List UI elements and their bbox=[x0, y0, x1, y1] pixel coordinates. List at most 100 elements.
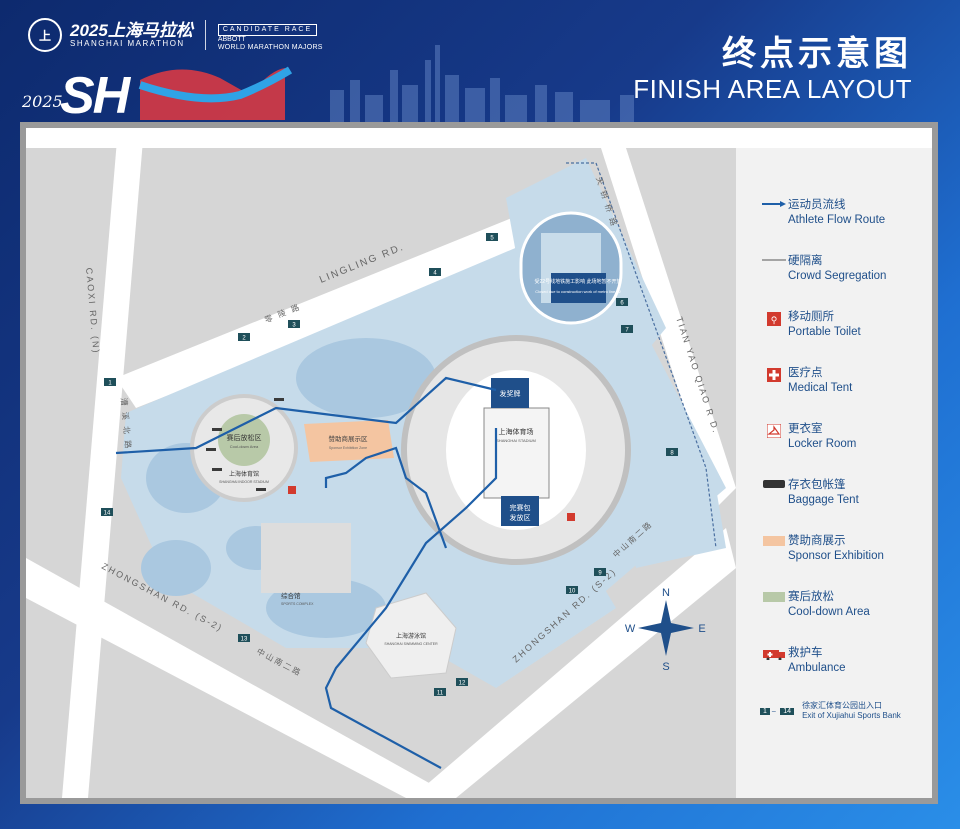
exit-marker-14: 14 bbox=[101, 508, 113, 517]
indoor-stadium[interactable]: 赛后放松区 Cool-down Area 上海体育馆 SHANGHAI INDO… bbox=[190, 394, 298, 502]
toilet-icon: ⚲ bbox=[767, 312, 781, 326]
exit-marker-1: 1 bbox=[104, 378, 116, 387]
legend-exit-en: Exit of Xujiahui Sports Bank bbox=[802, 711, 901, 720]
swim-label-en: SHANGHAI SWIMMING CENTER bbox=[384, 642, 438, 646]
legend-item-medical: 医疗点 Medical Tent bbox=[760, 364, 930, 420]
page-title-en: FINISH AREA LAYOUT bbox=[633, 74, 912, 104]
sponsor-swatch-icon bbox=[763, 536, 785, 546]
exit-marker-2: 2 bbox=[238, 333, 250, 342]
exit-marker-9: 9 bbox=[594, 568, 606, 577]
legend-toilet-en: Portable Toilet bbox=[788, 326, 861, 338]
exit-chip-to: 14 bbox=[780, 708, 795, 715]
legend-locker-en: Locker Room bbox=[788, 438, 857, 450]
sh-year: 2025 bbox=[22, 92, 63, 111]
legend-route-cn: 运动员流线 bbox=[788, 199, 846, 211]
exit-marker-6: 6 bbox=[616, 298, 628, 307]
logo-divider bbox=[204, 20, 206, 50]
logo-year: 2025上海马拉松 bbox=[70, 20, 193, 40]
shanghai-stadium[interactable]: 上海体育场 SHANGHAI STADIUM 发奖牌 完赛包 发放区 bbox=[401, 335, 631, 565]
gym-label-cn: 上海体育馆 bbox=[229, 470, 259, 478]
complex-label-cn: 综合馆 bbox=[281, 591, 301, 600]
arrow-line-icon bbox=[762, 201, 786, 207]
svg-text:9: 9 bbox=[598, 571, 602, 577]
compass-rose: N S E W bbox=[625, 587, 706, 673]
wmm-label: WORLD MARATHON MAJORS bbox=[217, 43, 323, 51]
logo-sub: SHANGHAI MARATHON bbox=[70, 38, 185, 48]
svg-text:12: 12 bbox=[459, 681, 466, 687]
swim-label-cn: 上海游泳馆 bbox=[396, 632, 426, 640]
compass-e: E bbox=[698, 623, 705, 635]
svg-text:14: 14 bbox=[104, 511, 111, 517]
svg-text:13: 13 bbox=[241, 637, 248, 643]
svg-text:6: 6 bbox=[620, 301, 624, 307]
exit-marker-3: 3 bbox=[288, 320, 300, 329]
svg-text:8: 8 bbox=[670, 451, 674, 457]
legend-cooldown-cn: 赛后放松 bbox=[788, 591, 834, 603]
cooldown-swatch-icon bbox=[763, 592, 785, 602]
baggage-tents bbox=[206, 398, 284, 491]
legend-sponsor-cn: 赞助商展示 bbox=[788, 535, 846, 547]
logo-seal-icon: 上 bbox=[28, 18, 62, 52]
sh-brand: SH bbox=[60, 67, 130, 125]
abbott-label: ABBOTT bbox=[217, 36, 246, 44]
compass-n: N bbox=[662, 587, 670, 599]
baggage-bar-icon bbox=[763, 480, 785, 488]
svg-text:11: 11 bbox=[437, 691, 444, 697]
medical-cross-icon bbox=[767, 368, 781, 382]
legend-baggage-en: Baggage Tent bbox=[788, 494, 859, 506]
svg-text:⚲: ⚲ bbox=[771, 315, 778, 325]
exit-marker-8: 8 bbox=[666, 448, 678, 457]
road-caoxi-cn: 漕 溪 北 路 bbox=[119, 397, 134, 450]
compass-s: S bbox=[662, 661, 669, 673]
sports-complex: 综合馆 SPORTS COMPLEX bbox=[261, 523, 351, 606]
legend-baggage-cn: 存衣包帐篷 bbox=[788, 479, 846, 491]
roads bbox=[26, 128, 932, 798]
ambulance-icon bbox=[763, 650, 785, 660]
medal-zone-label: 发奖牌 bbox=[500, 389, 521, 398]
exit-marker-7: 7 bbox=[621, 325, 633, 334]
exit-chip-from: 1 bbox=[760, 708, 770, 715]
legend-route-en: Athlete Flow Route bbox=[788, 214, 886, 226]
cooldown-label-en: Cool-down Area bbox=[230, 444, 259, 449]
cooldown-label-cn: 赛后放松区 bbox=[227, 433, 262, 442]
legend-item-cooldown: 赛后放松 Cool-down Area bbox=[760, 588, 930, 644]
stadium-label-en: SHANGHAI STADIUM bbox=[496, 438, 536, 443]
skyline-graphic bbox=[138, 45, 634, 125]
legend-medical-cn: 医疗点 bbox=[788, 367, 823, 379]
exit-marker-12: 12 bbox=[456, 678, 468, 687]
legend-cooldown-en: Cool-down Area bbox=[788, 606, 870, 618]
compass-w: W bbox=[625, 623, 636, 635]
metro-note-cn: 受22号线地铁施工影响 此场地暂不开放 bbox=[535, 278, 622, 285]
legend-ambulance-cn: 救护车 bbox=[788, 647, 823, 659]
svg-text:3: 3 bbox=[292, 323, 296, 329]
swimming-center: 上海游泳馆 SHANGHAI SWIMMING CENTER bbox=[365, 592, 457, 679]
finisher-kit-label: 完赛包 bbox=[510, 503, 531, 512]
svg-text:2: 2 bbox=[242, 336, 246, 342]
svg-text:7: 7 bbox=[625, 328, 629, 334]
legend-item-baggage: 存衣包帐篷 Baggage Tent bbox=[760, 476, 930, 532]
legend-item-route: 运动员流线 Athlete Flow Route bbox=[760, 196, 930, 252]
metro-note-en: Closed due to construction work of metro… bbox=[535, 289, 621, 294]
svg-text:10: 10 bbox=[569, 589, 576, 595]
thin-line-icon bbox=[762, 259, 786, 261]
legend-seg-en: Crowd Segregation bbox=[788, 270, 887, 282]
sponsor-zone[interactable]: 赞助商展示区 Sponsor Exhibition Zone bbox=[304, 420, 394, 462]
legend-exit-cn: 徐家汇体育公园出入口 bbox=[802, 701, 883, 710]
hanger-icon bbox=[767, 424, 781, 438]
complex-label-en: SPORTS COMPLEX bbox=[281, 602, 314, 606]
page-title-cn: 终点示意图 bbox=[722, 35, 912, 73]
legend-toilet-cn: 移动厕所 bbox=[788, 311, 834, 323]
medical-tents bbox=[288, 486, 575, 521]
legend-medical-en: Medical Tent bbox=[788, 382, 853, 394]
svg-text:1: 1 bbox=[108, 381, 112, 387]
athlete-flow-route bbox=[115, 376, 498, 769]
finish-area-map[interactable]: 上海体育场 SHANGHAI STADIUM 发奖牌 完赛包 发放区 赛后放松区… bbox=[26, 128, 932, 798]
exit-marker-11: 11 bbox=[434, 688, 446, 697]
crowd-segregation-line bbox=[566, 162, 717, 549]
svg-text:5: 5 bbox=[490, 236, 494, 242]
